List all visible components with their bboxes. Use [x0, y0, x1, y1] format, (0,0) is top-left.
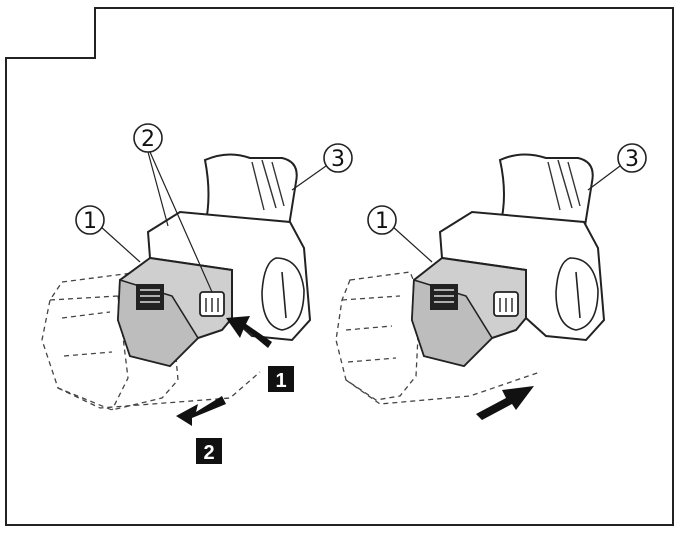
battery-release-button-ridges — [205, 298, 219, 312]
battery-indicator-lines — [140, 289, 160, 303]
callout-1-circle — [75, 205, 105, 235]
right-panel: 1 3 — [335, 143, 647, 420]
press-arrow — [226, 316, 272, 348]
step-1-box — [268, 366, 294, 392]
step-2-box — [196, 438, 222, 464]
battery-indicator — [136, 284, 164, 310]
callout-1-circle — [367, 205, 397, 235]
battery-outline-dashed — [335, 271, 421, 401]
figure-frame — [5, 7, 674, 526]
tool-base-vent — [555, 257, 599, 331]
battery-removed-base-outline — [57, 371, 261, 409]
callout-3-circle — [617, 143, 647, 173]
battery-release-button-ridges — [499, 298, 513, 312]
left-panel: 1 2 3 1 2 — [41, 123, 353, 464]
slide-out-arrow — [176, 396, 226, 426]
callout-2-circle — [133, 123, 163, 153]
step-2-label: 2 — [203, 442, 214, 464]
tool-handle-grip — [547, 159, 581, 211]
callout-button-label: 2 — [141, 127, 155, 152]
battery-outline-base — [345, 371, 541, 405]
slide-in-arrow — [476, 386, 534, 420]
tool-handle-grip — [251, 159, 285, 211]
battery-removed-outline — [41, 271, 179, 411]
callout-battery-label: 1 — [83, 209, 97, 234]
callout-battery-label: 1 — [375, 209, 389, 234]
callout-tool-label: 3 — [331, 147, 345, 172]
battery-indicator — [430, 284, 458, 310]
step-1-label: 1 — [275, 370, 286, 392]
callout-tool-label: 3 — [625, 147, 639, 172]
battery-indicator-lines — [434, 289, 454, 303]
callout-3-circle — [323, 143, 353, 173]
tool-base-vent — [261, 257, 305, 331]
